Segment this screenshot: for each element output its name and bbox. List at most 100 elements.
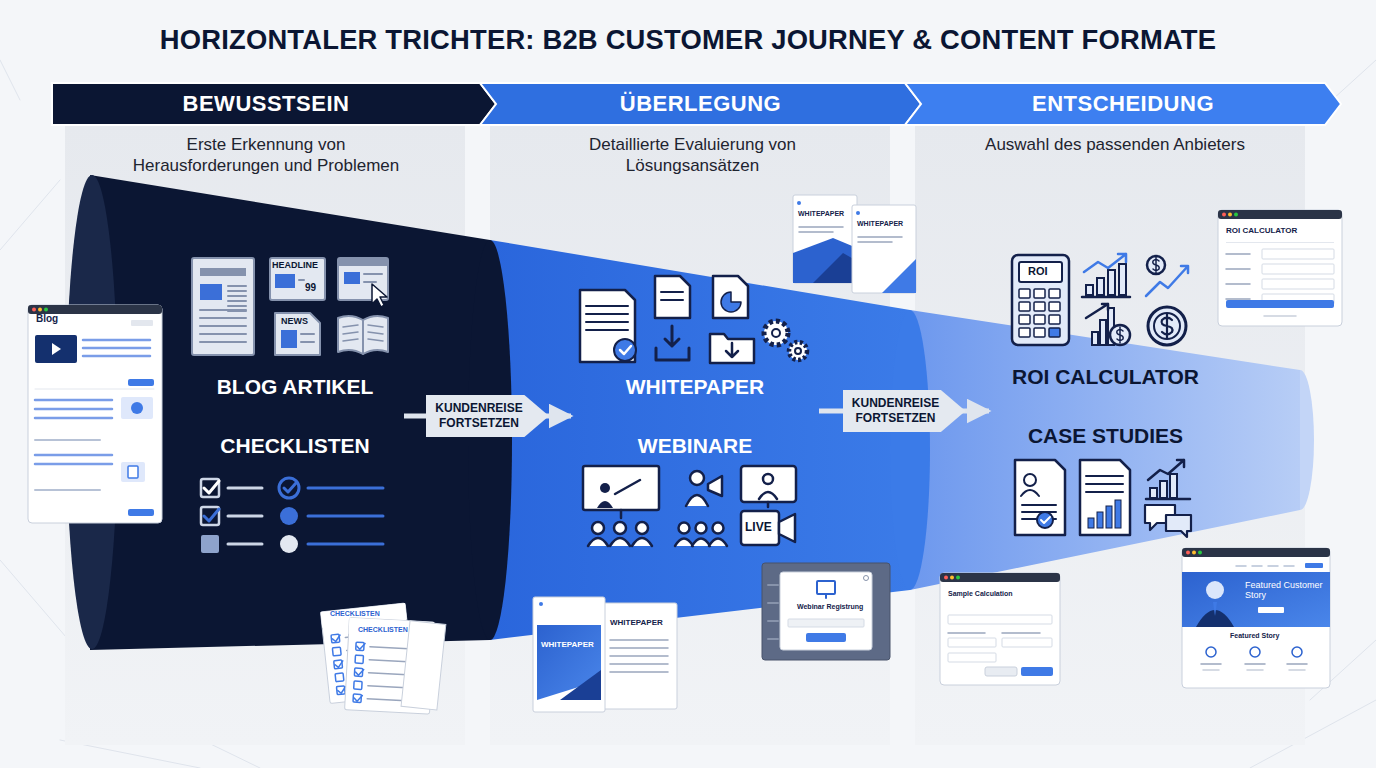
dollar-coin — [1110, 325, 1130, 345]
line-stroke — [364, 281, 376, 283]
awareness-icons — [192, 258, 388, 553]
line-stroke — [799, 231, 833, 233]
line-stroke — [1022, 511, 1056, 513]
window-dot — [32, 308, 36, 312]
checkmark — [354, 695, 362, 701]
close-icon — [864, 576, 869, 581]
trend-arrow — [1086, 304, 1108, 318]
line-stroke — [228, 285, 246, 287]
calculator-key — [1034, 328, 1045, 337]
bar — [1106, 506, 1112, 528]
dollar-sign — [1162, 314, 1173, 338]
funnel-stage: BLOG ARTIKELCHECKLISTEN — [186, 374, 404, 458]
window-dot — [944, 576, 948, 580]
line-stroke — [343, 332, 358, 334]
line-stroke — [1252, 565, 1262, 567]
divider — [1226, 242, 1334, 243]
calculator-key — [1034, 302, 1045, 311]
bar — [1097, 278, 1104, 295]
bar — [1086, 285, 1093, 295]
stage-title: BEWUSSTSEIN — [52, 83, 480, 125]
diagram-title: HORIZONTALER TRICHTER: B2B CUSTOMER JOUR… — [0, 24, 1376, 56]
download-arrow — [665, 326, 679, 346]
input-field — [788, 619, 864, 627]
bar — [1115, 500, 1121, 528]
checkbox — [201, 507, 219, 525]
dollar-ring — [1154, 313, 1180, 339]
stage-title: ÜBERLEGUNG — [480, 83, 905, 125]
bar — [1097, 512, 1103, 528]
line-stroke — [767, 502, 770, 507]
line-stroke — [228, 295, 246, 297]
line-stroke — [35, 389, 154, 390]
line-stroke — [308, 515, 383, 518]
dollar-sign — [1117, 327, 1123, 343]
calculator-icon — [1012, 255, 1069, 345]
audience-body — [709, 539, 727, 547]
profile-body — [1021, 490, 1039, 496]
line-stroke — [610, 671, 668, 673]
input-field — [1262, 279, 1334, 289]
icon-text: NEWS — [281, 316, 308, 326]
line-stroke — [200, 325, 246, 327]
book-spine — [362, 320, 364, 354]
line-stroke — [200, 309, 246, 311]
button — [128, 379, 154, 386]
line-stroke — [35, 439, 100, 441]
checkmark — [335, 661, 344, 668]
text-line — [586, 329, 628, 331]
window-dot — [1192, 551, 1196, 555]
presenter-body — [597, 501, 613, 508]
calculator-key — [1019, 302, 1030, 311]
trend-arrow — [1148, 460, 1184, 480]
whitepaper-card — [852, 205, 916, 293]
line-stroke — [368, 339, 383, 341]
bar — [1150, 488, 1157, 498]
text-line — [586, 321, 628, 323]
checkmark — [355, 669, 363, 675]
calculator-key — [1019, 315, 1030, 324]
headline-icon — [270, 258, 325, 300]
line-stroke — [83, 339, 150, 342]
dialog-title: Webinar Registrung — [797, 603, 863, 611]
checkmark — [284, 483, 296, 492]
line-stroke — [768, 584, 778, 586]
line-stroke — [368, 325, 383, 327]
content-format: WHITEPAPER — [571, 374, 819, 399]
calculator-key — [1034, 315, 1045, 324]
line-stroke — [301, 341, 314, 343]
newspaper-image — [200, 284, 222, 300]
window-titlebar — [1218, 210, 1342, 219]
line-stroke — [799, 226, 843, 228]
section-title: Featured Story — [1230, 632, 1279, 640]
book-icon — [338, 316, 388, 354]
stage-header: ENTSCHEIDUNGAuswahl des passenden Anbiet… — [905, 83, 1325, 155]
line-stroke — [1226, 283, 1250, 285]
line-stroke — [1245, 663, 1265, 665]
audience-body — [632, 538, 652, 546]
window-dot — [1222, 213, 1226, 217]
webinar-dialog — [780, 572, 872, 650]
line-stroke — [1082, 296, 1130, 299]
content-format: WEBINARE — [571, 433, 819, 458]
network-line — [0, 60, 20, 100]
line-stroke — [35, 489, 100, 491]
camera-lens — [779, 514, 795, 542]
line-stroke — [1287, 663, 1307, 665]
dollar-coin — [1147, 256, 1165, 274]
funnel-stage: WHITEPAPER WEBINARE — [571, 374, 819, 458]
line-stroke — [343, 339, 358, 341]
line-stroke — [228, 543, 262, 546]
monitor-person — [763, 474, 773, 484]
checkbox — [201, 479, 219, 497]
line-stroke — [308, 543, 383, 546]
content-format: ROI CALCULATOR — [989, 364, 1222, 389]
browser-image — [344, 272, 360, 284]
line-stroke — [610, 655, 668, 657]
speaker-head — [690, 471, 704, 485]
input-field — [948, 615, 1052, 624]
monitor-person — [759, 492, 777, 499]
text-line — [1086, 483, 1123, 485]
avatar — [1250, 647, 1260, 657]
thumb — [121, 462, 145, 482]
